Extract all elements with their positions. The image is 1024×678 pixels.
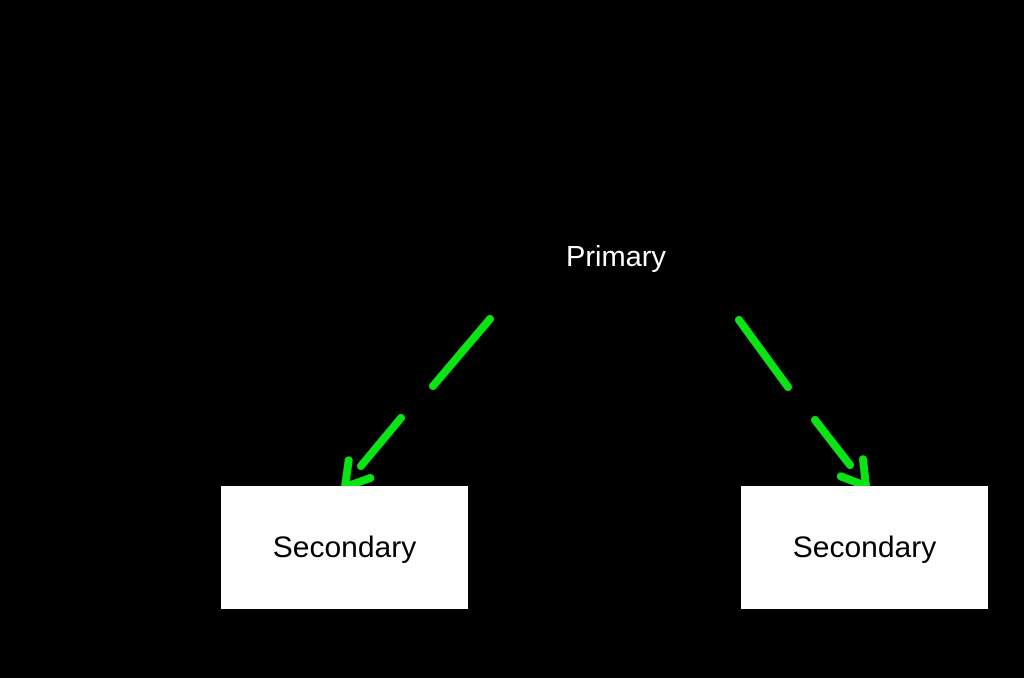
- arrow-dash-segment: [811, 416, 854, 469]
- secondary-node-right-label: Secondary: [792, 530, 937, 564]
- primary-node-label: Primary: [566, 241, 666, 273]
- arrow-primary-to-left-secondary: [341, 315, 494, 491]
- arrow-dash-segment: [735, 316, 792, 391]
- secondary-node-left-label: Secondary: [272, 530, 417, 564]
- arrow-dash-segment: [357, 414, 405, 470]
- arrow-dash-segment: [429, 315, 494, 390]
- secondary-node-right: Secondary: [741, 486, 988, 609]
- secondary-node-left: Secondary: [221, 486, 468, 609]
- arrow-primary-to-right-secondary: [735, 316, 870, 490]
